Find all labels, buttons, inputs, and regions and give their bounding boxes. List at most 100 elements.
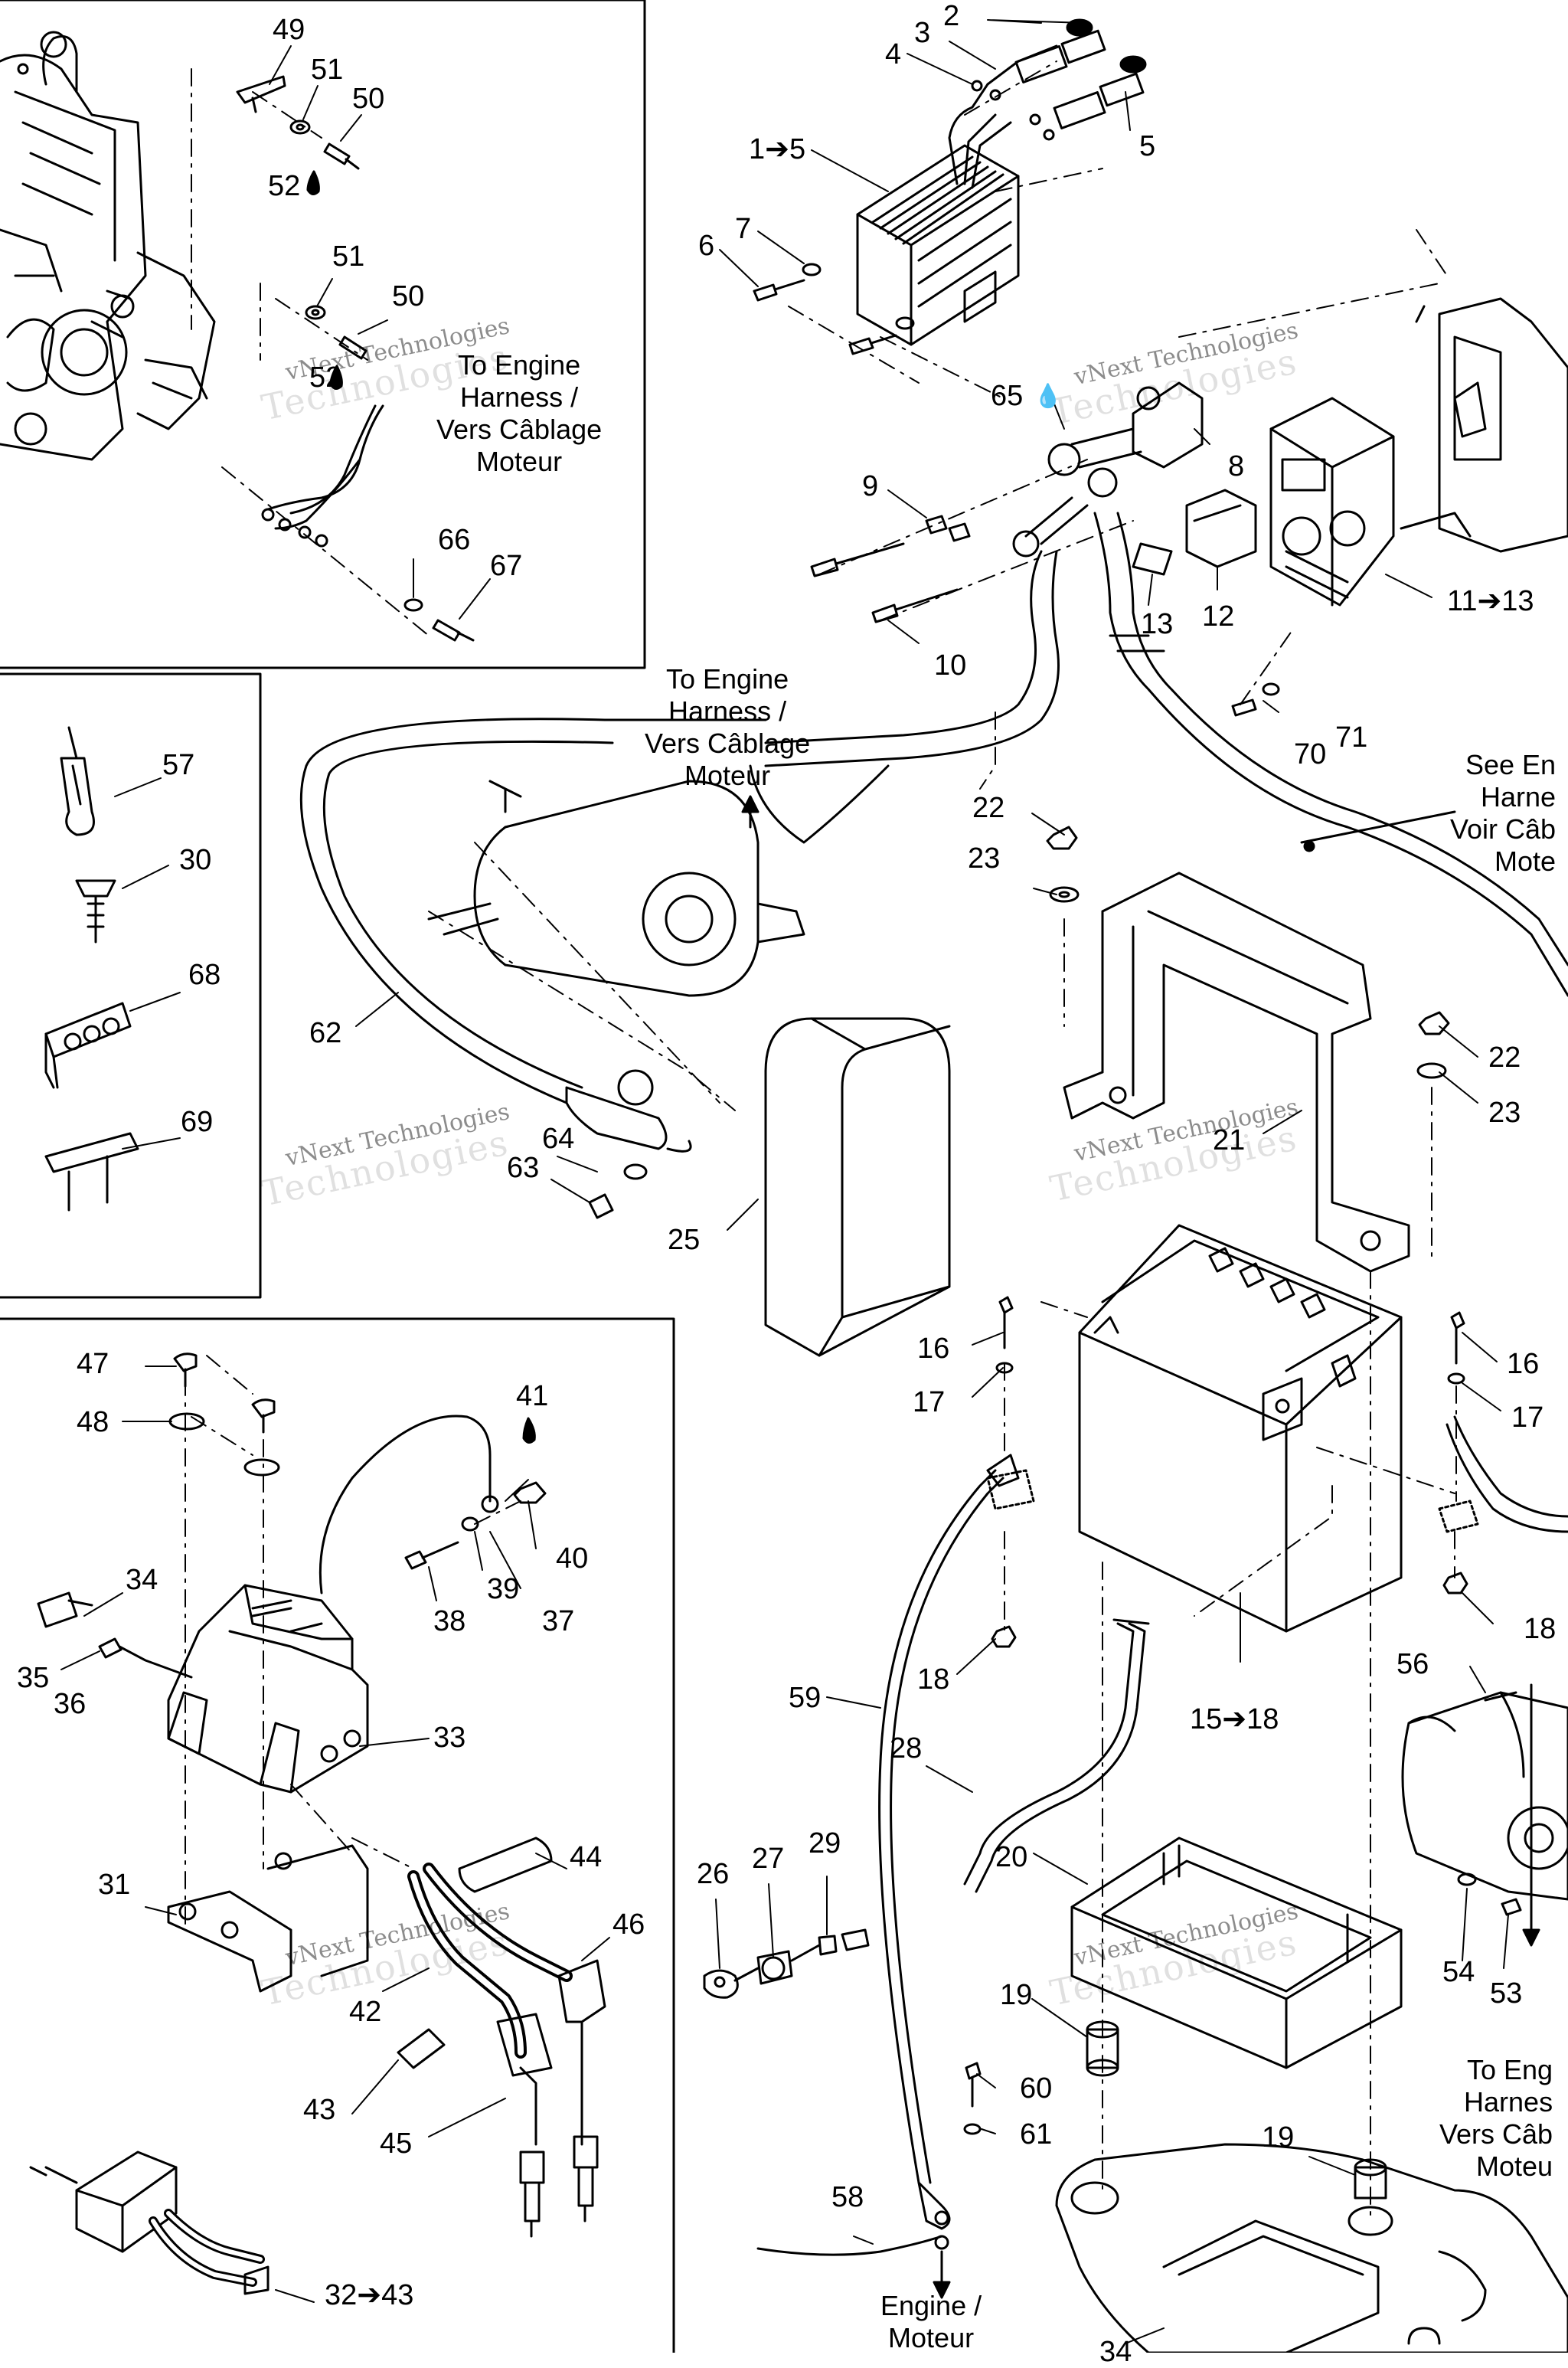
note-line: Harness /: [668, 695, 787, 727]
part-label-60: 60: [1020, 2072, 1053, 2105]
note-to-engine-harness: To Eng Harnes Vers Câb Moteu: [1439, 2054, 1553, 2183]
part-label-58: 58: [831, 2181, 864, 2213]
part-label-7: 7: [735, 213, 752, 245]
part-label-32-43: 32➔43: [325, 2279, 414, 2311]
part-starter-right: [1401, 1691, 1568, 1901]
part-label-50: 50: [352, 83, 385, 115]
note-line: Moteur: [476, 446, 563, 477]
ignition-panel: [0, 1319, 674, 2353]
part-label-50: 50: [392, 280, 425, 312]
part-label-16: 16: [1507, 1348, 1540, 1380]
part-label-31: 31: [98, 1869, 131, 1901]
part-label-40: 40: [556, 1542, 589, 1575]
part-label-36: 36: [54, 1688, 87, 1720]
note-line: Engine /: [880, 2290, 982, 2321]
note-line: To Eng: [1467, 2054, 1553, 2085]
note-line: Harness /: [460, 381, 579, 413]
note-line: To Engine: [666, 663, 789, 695]
note-line: Voir Câb: [1450, 813, 1557, 845]
part-label-69: 69: [181, 1106, 214, 1138]
part-label-43: 43: [303, 2094, 336, 2126]
clips-drawing: [44, 726, 139, 1212]
part-label-18: 18: [1524, 1613, 1557, 1645]
note-line: Vers Câb: [1439, 2118, 1553, 2150]
note-line: Harnes: [1464, 2086, 1553, 2118]
part-label-25: 25: [668, 1224, 701, 1256]
panel-ignition-frame: [0, 1317, 675, 2353]
note-line: Mote: [1494, 845, 1557, 877]
part-label-61: 61: [1020, 2118, 1053, 2150]
note-see-engine-harness: See En Harne Voir Câb Mote: [1450, 749, 1556, 878]
part-label-67: 67: [490, 550, 523, 582]
part-battery-cover: [764, 1017, 951, 1357]
part-battery-tray: [1070, 1837, 1403, 2069]
part-label-33: 33: [433, 1722, 466, 1754]
note-line: To Engine: [458, 349, 581, 381]
part-label-9: 9: [862, 470, 879, 502]
part-label-23: 23: [1488, 1097, 1521, 1129]
part-label-39: 39: [487, 1573, 520, 1605]
part-label-17: 17: [913, 1386, 946, 1418]
part-label-63: 63: [507, 1152, 540, 1184]
part-label-37: 37: [542, 1605, 575, 1637]
panel-engine-frame: [0, 0, 646, 669]
part-label-22: 22: [1488, 1042, 1521, 1074]
part-label-38: 38: [433, 1605, 466, 1637]
part-label-46: 46: [612, 1908, 645, 1941]
part-label-15-18: 15➔18: [1190, 1703, 1279, 1735]
fluid-drop-icon: 💧: [1034, 384, 1063, 409]
note-line: Harne: [1481, 781, 1557, 813]
part-label-42: 42: [349, 1996, 382, 2028]
part-label-35: 35: [17, 1662, 50, 1694]
part-label-23: 23: [968, 842, 1001, 875]
part-label-51: 51: [311, 54, 344, 86]
part-label-29: 29: [808, 1827, 841, 1859]
part-label-19: 19: [1000, 1979, 1033, 2011]
part-label-20: 20: [995, 1841, 1028, 1873]
part-label-49: 49: [273, 14, 305, 46]
note-line: Moteur: [684, 760, 771, 791]
part-label-51: 51: [332, 240, 365, 273]
part-label-13: 13: [1141, 608, 1174, 640]
part-label-71: 71: [1335, 721, 1368, 754]
part-battery-bracket: [1063, 872, 1410, 1273]
part-label-68: 68: [188, 959, 221, 991]
part-label-26: 26: [697, 1858, 730, 1890]
part-label-34: 34: [126, 1564, 158, 1596]
part-label-17: 17: [1511, 1402, 1544, 1434]
part-label-30: 30: [179, 844, 212, 876]
part-label-65: 65: [991, 380, 1024, 412]
part-label-53: 53: [1490, 1977, 1523, 2010]
part-label-19: 19: [1262, 2121, 1295, 2154]
part-label-47: 47: [77, 1348, 109, 1380]
part-label-5: 5: [1139, 130, 1156, 162]
note-to-engine-harness: To Engine Harness / Vers Câblage Moteur: [645, 663, 810, 792]
part-starter: [427, 780, 805, 997]
part-label-62: 62: [309, 1017, 342, 1049]
panel-clips-frame: [0, 672, 262, 1299]
part-label-10: 10: [934, 649, 967, 682]
part-label-59: 59: [789, 1682, 822, 1714]
part-label-52: 52: [268, 170, 301, 202]
part-battery: [1078, 1224, 1403, 1633]
engine-panel: [0, 0, 645, 668]
note-line: See En: [1465, 749, 1557, 780]
part-label-41: 41: [516, 1380, 549, 1412]
part-coil-assembly: [29, 2150, 270, 2295]
part-label-66: 66: [438, 524, 471, 556]
part-label-48: 48: [77, 1406, 109, 1438]
note-line: Vers Câblage: [436, 414, 603, 445]
note-line: Vers Câblage: [645, 728, 811, 759]
part-solenoid: [1012, 381, 1204, 558]
part-label-27: 27: [752, 1843, 785, 1875]
part-base-plate: [1055, 2143, 1568, 2353]
part-label-2: 2: [943, 0, 960, 32]
part-label-28: 28: [890, 1732, 923, 1765]
part-label-45: 45: [380, 2128, 413, 2160]
part-coil-cover: [167, 1584, 369, 1794]
part-label-57: 57: [162, 749, 195, 781]
note-line: Moteur: [888, 2322, 975, 2353]
part-label-6: 6: [698, 230, 715, 262]
part-label-44: 44: [570, 1841, 603, 1873]
